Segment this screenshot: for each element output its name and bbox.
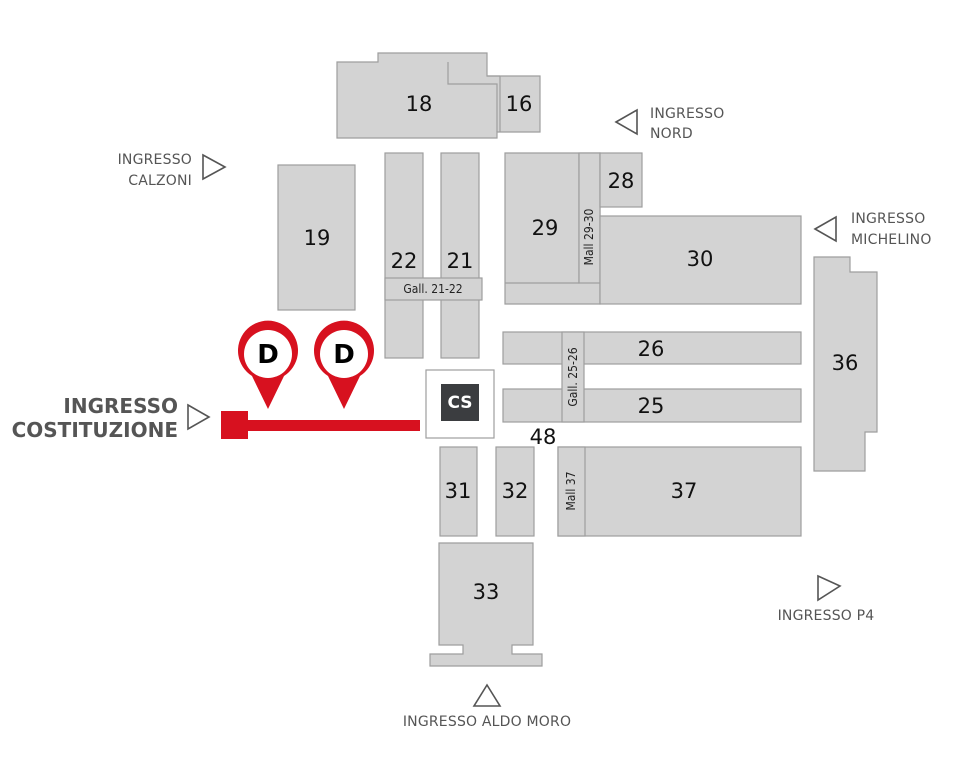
mall-29-30[interactable]: Mall 29-30 (578, 152, 601, 284)
entrance-costituzione[interactable]: INGRESSO COSTITUZIONE (12, 394, 211, 442)
entrance-aldo-moro-icon (472, 683, 502, 707)
mall-37[interactable]: Mall 37 (557, 446, 586, 537)
hall-16-label: 16 (506, 92, 533, 116)
hall-31[interactable]: 31 (439, 446, 478, 537)
entrance-nord-line2: NORD (650, 126, 693, 142)
gallery-25-26-label: Gall. 25-26 (566, 347, 580, 406)
mall-29-30-label: Mall 29-30 (582, 209, 596, 266)
hall-32[interactable]: 32 (495, 446, 535, 537)
hall-19-label: 19 (304, 226, 331, 250)
hall-28-label: 28 (608, 169, 635, 193)
entrance-michelino-line2: MICHELINO (851, 232, 932, 248)
entrance-calzoni-line1: INGRESSO (118, 152, 192, 168)
entrance-p4-label: INGRESSO P4 (778, 608, 875, 624)
entrance-nord[interactable]: INGRESSO NORD (614, 106, 724, 142)
entrance-calzoni[interactable]: INGRESSO CALZONI (118, 152, 227, 189)
entrance-p4-icon (817, 574, 842, 602)
pin-d-2-label: D (333, 340, 355, 370)
entrance-nord-line1: INGRESSO (650, 106, 724, 122)
gallery-21-22-label: Gall. 21-22 (403, 282, 462, 296)
hall-31-label: 31 (445, 479, 472, 503)
entrance-calzoni-line2: CALZONI (128, 173, 192, 189)
hall-30-label: 30 (687, 247, 714, 271)
entrance-costituzione-line2: COSTITUZIONE (12, 418, 178, 442)
service-center[interactable]: CS (425, 369, 495, 439)
hall-36-label: 36 (832, 351, 859, 375)
hall-25[interactable]: 25 (502, 388, 802, 423)
hall-16[interactable]: 16 (499, 76, 533, 132)
hall-32-label: 32 (502, 479, 529, 503)
hall-21[interactable]: 21 (440, 152, 480, 359)
hall-21-label: 21 (447, 249, 474, 273)
hall-48-label: 48 (530, 425, 557, 449)
hall-22[interactable]: 22 (384, 152, 424, 359)
entrance-calzoni-icon (202, 153, 227, 181)
entrance-p4[interactable]: INGRESSO P4 (778, 574, 875, 624)
pin-d-1-label: D (257, 340, 279, 370)
hall-26[interactable]: 26 (502, 331, 802, 365)
entrance-costituzione-line1: INGRESSO (63, 394, 178, 418)
entrance-aldo-moro-label: INGRESSO ALDO MORO (403, 714, 571, 730)
hall-37-label: 37 (671, 479, 698, 503)
entrance-nord-icon (614, 108, 638, 136)
cs-label: CS (447, 393, 472, 413)
pin-d-2[interactable]: D (314, 320, 374, 409)
entrance-michelino-icon (813, 215, 837, 243)
entrance-aldo-moro[interactable]: INGRESSO ALDO MORO (403, 683, 571, 730)
hall-26-label: 26 (638, 337, 665, 361)
hall-37[interactable]: 37 (557, 446, 802, 537)
entrance-michelino[interactable]: INGRESSO MICHELINO (813, 211, 932, 248)
hall-33[interactable]: 33 (429, 542, 543, 667)
pin-d-1[interactable]: D (238, 320, 298, 409)
gallery-21-22[interactable]: Gall. 21-22 (384, 277, 483, 301)
entrance-michelino-line1: INGRESSO (851, 211, 925, 227)
entrance-costituzione-icon (187, 403, 211, 431)
hall-19[interactable]: 19 (277, 164, 356, 311)
hall-25-label: 25 (638, 394, 665, 418)
hall-28[interactable]: 28 (599, 152, 643, 208)
hall-36[interactable]: 36 (813, 256, 878, 472)
mall-37-label: Mall 37 (564, 471, 578, 510)
red-walkway (221, 411, 420, 439)
hall-30[interactable]: 30 (599, 215, 802, 305)
hall-29-label: 29 (532, 216, 559, 240)
hall-18-label: 18 (406, 92, 433, 116)
hall-33-label: 33 (473, 580, 500, 604)
hall-22-label: 22 (391, 249, 418, 273)
hall-18[interactable]: 18 (336, 52, 541, 139)
gallery-25-26[interactable]: Gall. 25-26 (561, 331, 585, 423)
